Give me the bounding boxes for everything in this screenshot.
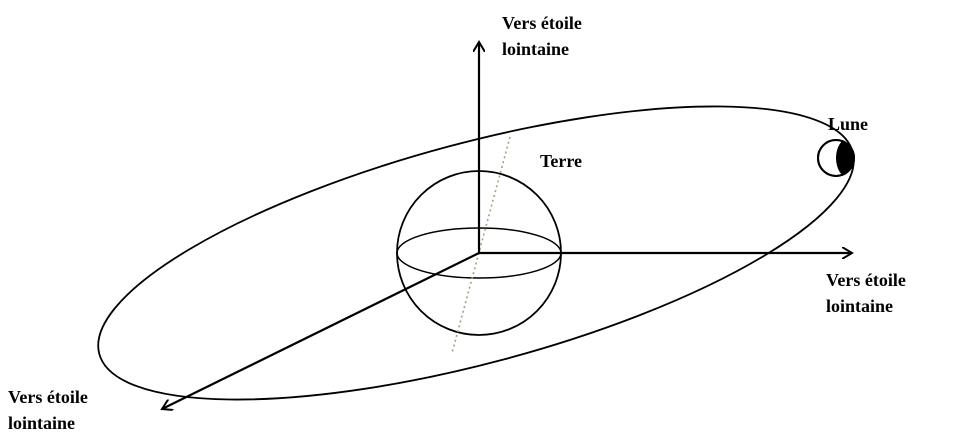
up-star-label: Vers étoile lointaine	[502, 10, 582, 62]
front-star-label-line2: lointaine	[8, 413, 76, 433]
axis-front-arrow	[162, 252, 480, 409]
moon-orbit	[97, 105, 855, 401]
moon-icon	[817, 139, 855, 177]
moon-label: Lune	[828, 114, 869, 134]
right-star-label-line1: Vers étoile	[826, 270, 906, 290]
earth-label: Terre	[540, 151, 582, 171]
front-star-label-line1: Vers étoile	[8, 387, 88, 407]
up-star-label-line2: lointaine	[502, 39, 570, 59]
up-star-label-line1: Vers étoile	[502, 13, 582, 33]
right-star-label: Vers étoile lointaine	[826, 267, 906, 319]
earth-rotation-axis	[451, 136, 511, 354]
right-star-label-line2: lointaine	[826, 296, 894, 316]
front-star-label: Vers étoile lointaine	[8, 384, 88, 436]
